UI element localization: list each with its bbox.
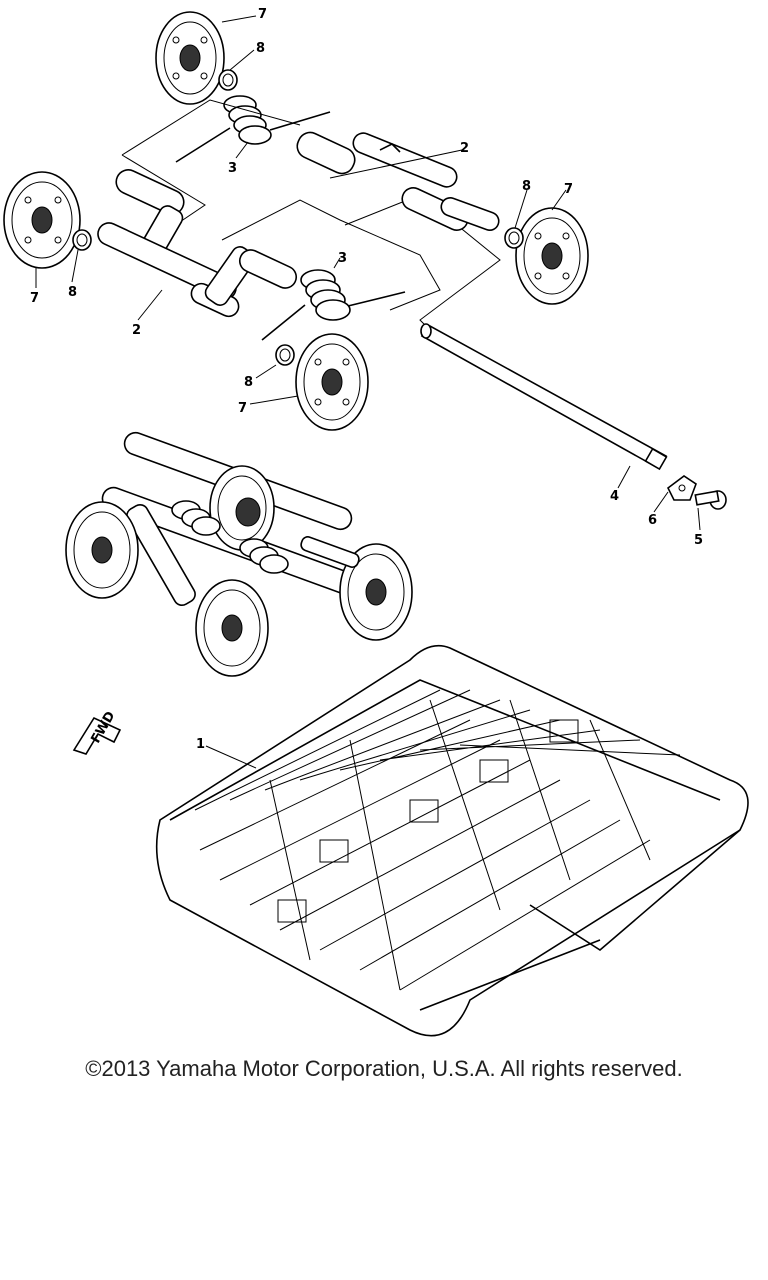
callout-7-bottom: 7 <box>238 401 247 416</box>
copyright-notice: ©2013 Yamaha Motor Corporation, U.S.A. A… <box>85 1056 683 1081</box>
callout-4: 4 <box>610 489 619 504</box>
wheel-right <box>515 207 589 305</box>
callout-7-left: 7 <box>30 291 39 306</box>
plate <box>666 475 697 501</box>
callout-7-right: 7 <box>564 182 573 197</box>
suspension-arm-left <box>97 169 298 318</box>
track-tread-pattern <box>194 689 681 991</box>
callout-2-left: 2 <box>132 323 141 338</box>
callout-3-middle: 3 <box>338 251 347 266</box>
callout-8-right: 8 <box>522 179 531 194</box>
bushing-right <box>504 227 524 249</box>
shaft <box>420 323 668 471</box>
callout-2-right: 2 <box>460 141 469 156</box>
wheel-left <box>3 171 81 269</box>
bushing-bottom <box>275 344 295 366</box>
callout-7-top: 7 <box>258 7 267 22</box>
callout-8-bottom: 8 <box>244 375 253 390</box>
wheel-bottom <box>295 333 369 431</box>
callout-5: 5 <box>694 533 703 548</box>
callout-3-top: 3 <box>228 161 237 176</box>
assembled-suspension <box>65 431 413 677</box>
bolt <box>694 490 727 510</box>
track <box>155 644 749 1037</box>
callout-6: 6 <box>648 513 657 528</box>
spring-top <box>175 95 331 163</box>
suspension-arm-right <box>296 131 500 231</box>
callout-leaders <box>35 15 701 769</box>
assembled-spring-1 <box>171 500 221 536</box>
callout-8-left: 8 <box>68 285 77 300</box>
forward-direction-arrow: FWD <box>72 709 122 755</box>
callout-8-top: 8 <box>256 41 265 56</box>
callout-1: 1 <box>196 737 205 752</box>
spring-middle <box>261 269 406 341</box>
bushing-left <box>72 229 92 251</box>
assembled-spring-2 <box>239 538 289 574</box>
wheel-top <box>155 11 225 105</box>
exploded-parts-diagram: FWD 7 8 3 2 8 7 7 8 2 3 8 7 4 6 5 1 <box>3 7 749 1037</box>
bushing-top <box>218 69 238 91</box>
